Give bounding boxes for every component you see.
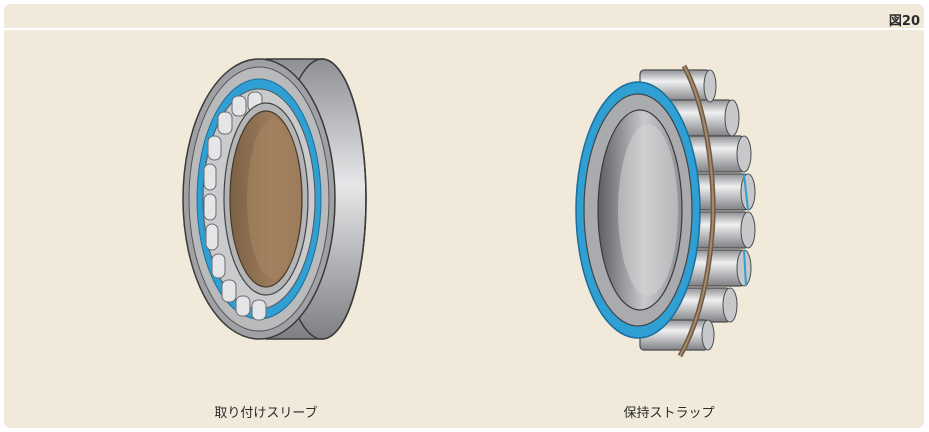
figure-label: 図20 (888, 14, 920, 29)
bearing-with-mounting-sleeve-icon (182, 58, 367, 340)
figure-panel: 図20 (4, 4, 924, 428)
caption-mounting-sleeve: 取り付けスリーブ (214, 406, 318, 421)
illustrations-canvas (182, 58, 756, 358)
caption-retaining-strap: 保持ストラップ (623, 406, 715, 421)
header-divider (4, 28, 924, 30)
roller-assembly-with-retaining-strap-icon (575, 64, 756, 358)
